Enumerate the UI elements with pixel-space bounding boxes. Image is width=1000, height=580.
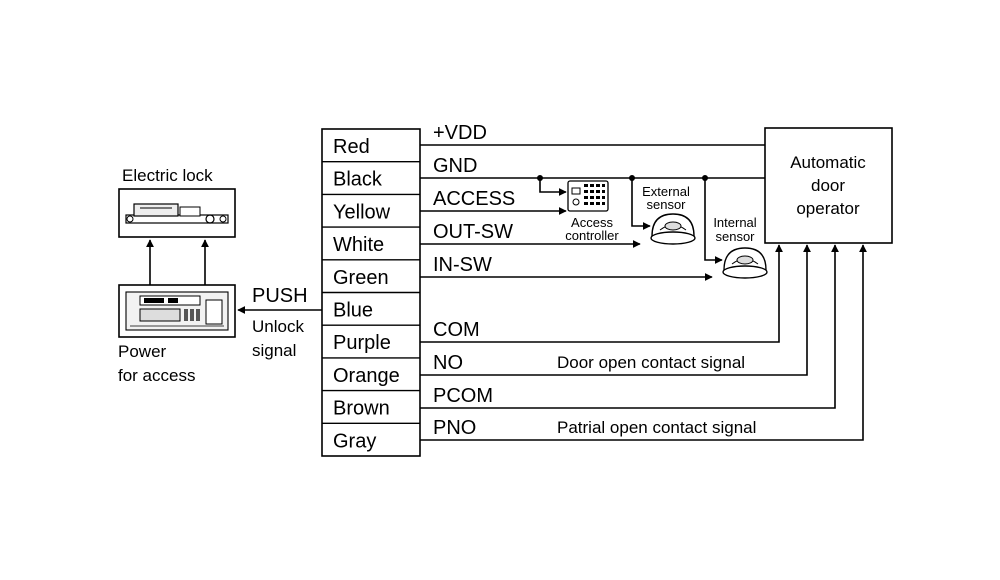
wire-color-label: Green (333, 267, 389, 289)
label-gnd: GND (433, 155, 477, 177)
label-pno: PNO (433, 417, 476, 439)
wire-no (420, 244, 811, 376)
wire-color-label: White (333, 234, 384, 256)
electric-lock-label: Electric lock (122, 166, 213, 185)
power-label-2: for access (118, 366, 195, 385)
internal-sensor-label-2: sensor (715, 229, 755, 244)
internal-sensor-icon (722, 247, 768, 279)
door-operator-box (764, 127, 893, 244)
label-in-sw: IN-SW (433, 254, 492, 276)
label-push: PUSH (252, 285, 308, 307)
wire-color-label: Gray (333, 430, 376, 452)
wire-color-label: Red (333, 136, 370, 158)
external-sensor-label-1: External (642, 184, 690, 199)
wire-gnd-ext (631, 178, 651, 230)
label-com: COM (433, 319, 480, 341)
lock-icon (125, 203, 229, 224)
access-controller-label-2: controller (565, 228, 619, 243)
label-access: ACCESS (433, 188, 515, 210)
external-sensor-label-2: sensor (646, 197, 686, 212)
access-controller: Access controller (565, 180, 619, 243)
electric-lock: Electric lock (118, 166, 236, 238)
unlock-label-2: signal (252, 341, 296, 360)
label-pcom: PCOM (433, 385, 493, 407)
wire-color-label: Purple (333, 332, 391, 354)
operator-label-1: Automatic (790, 153, 866, 172)
internal-sensor: Internal sensor (713, 215, 768, 279)
external-sensor: External sensor (642, 184, 696, 245)
label-vdd: +VDD (433, 122, 487, 144)
external-sensor-icon (650, 213, 696, 245)
door-operator: Automatic door operator (764, 127, 893, 244)
wire-com (420, 244, 783, 343)
power-supply: Power for access (118, 284, 236, 385)
power-label-1: Power (118, 342, 167, 361)
label-no: NO (433, 352, 463, 374)
wire-pcom (420, 244, 839, 409)
operator-label-2: door (811, 176, 845, 195)
label-out-sw: OUT-SW (433, 221, 513, 243)
internal-sensor-label-1: Internal (713, 215, 756, 230)
wire-color-label: Black (333, 169, 383, 191)
gnd-junctions (537, 175, 723, 264)
wire-color-label: Orange (333, 365, 400, 387)
wire-gnd-int (704, 178, 723, 264)
keypad-icon (567, 180, 609, 212)
label-partial-open: Patrial open contact signal (557, 418, 756, 437)
wire-color-label: Blue (333, 300, 373, 322)
wire-color-label: Brown (333, 398, 390, 420)
access-controller-label-1: Access (571, 215, 613, 230)
unlock-label-1: Unlock (252, 317, 304, 336)
wire-gnd-access (539, 178, 567, 196)
signal-labels: +VDD GND ACCESS OUT-SW IN-SW COM NO PCOM… (433, 122, 756, 439)
label-door-open: Door open contact signal (557, 353, 745, 372)
operator-label-3: operator (796, 199, 860, 218)
wire-color-label: Yellow (333, 201, 391, 223)
power-module-icon (125, 291, 229, 331)
signal-wires (420, 144, 867, 441)
wire-color-table: RedBlackYellowWhiteGreenBluePurpleOrange… (321, 128, 421, 457)
wire-pno (420, 244, 867, 441)
